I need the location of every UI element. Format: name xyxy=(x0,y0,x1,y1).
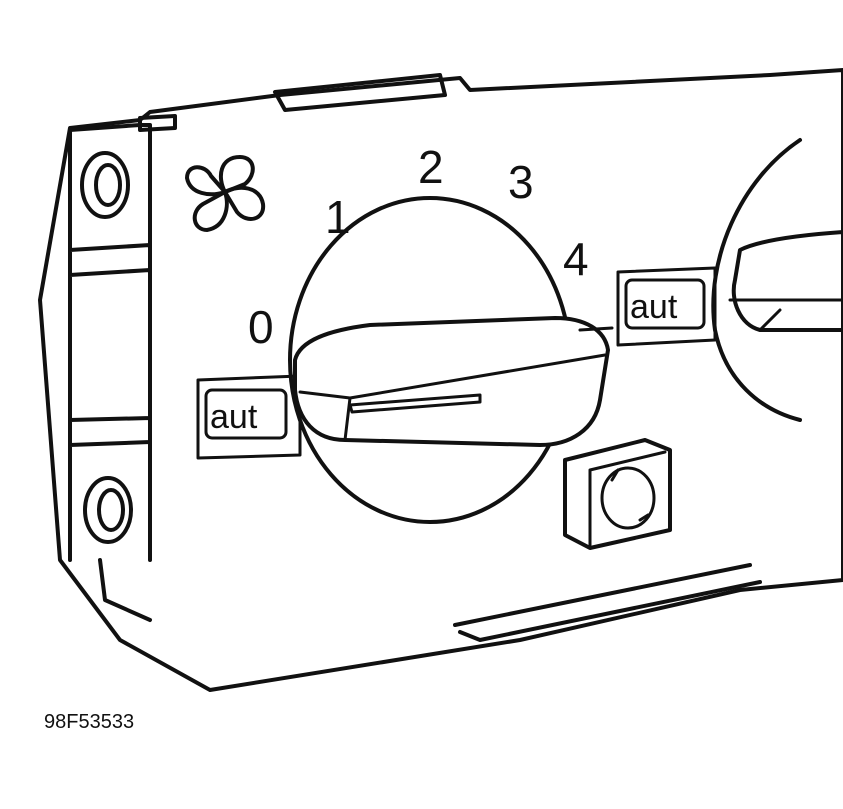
dial-position-0: 0 xyxy=(248,301,274,353)
left-bracket xyxy=(68,123,152,622)
screw-top xyxy=(80,151,130,219)
dial-position-2: 2 xyxy=(418,141,444,193)
top-tab xyxy=(138,73,447,132)
right-auto-text: aut xyxy=(630,288,678,326)
right-auto-label: aut xyxy=(616,266,717,347)
bottom-slot xyxy=(453,563,762,642)
fan-speed-knob[interactable] xyxy=(293,316,614,447)
second-dial-ring xyxy=(711,138,802,422)
recirculation-button[interactable] xyxy=(563,438,672,550)
left-auto-label: aut xyxy=(196,374,302,460)
left-auto-text: aut xyxy=(210,398,258,436)
dial-position-1: 1 xyxy=(325,191,351,243)
screw-bottom xyxy=(83,476,133,544)
fan-icon xyxy=(185,155,266,232)
figure-id: 98F53533 xyxy=(44,711,135,733)
dial-position-3: 3 xyxy=(508,156,534,208)
dial-position-4: 4 xyxy=(563,233,589,285)
second-knob xyxy=(731,230,843,332)
recirculation-icon xyxy=(600,466,656,530)
